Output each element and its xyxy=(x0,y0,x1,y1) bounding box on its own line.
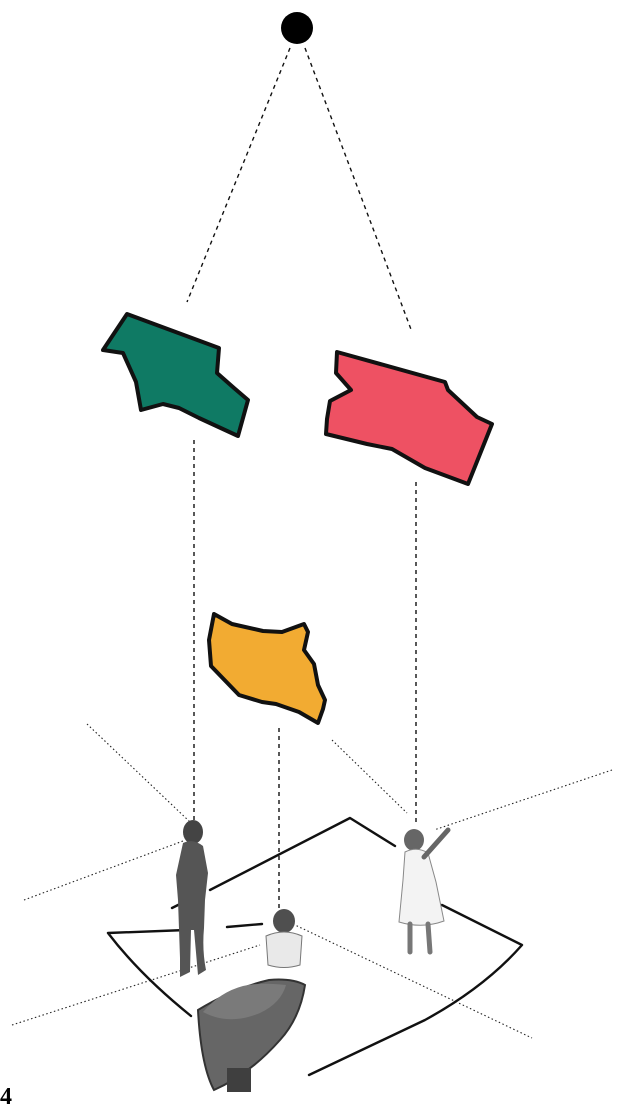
girl-arm xyxy=(424,830,448,857)
red-region xyxy=(326,352,492,484)
girl-pointing xyxy=(399,829,448,952)
guide-line-4 xyxy=(434,770,612,830)
girl-legs xyxy=(410,924,430,952)
guide-line-2 xyxy=(24,841,183,900)
guide-line-3 xyxy=(332,740,407,813)
wheelbarrow-wheel xyxy=(227,1068,251,1092)
woman-head xyxy=(183,820,203,844)
projection-line-left-top xyxy=(187,48,290,302)
woman-body xyxy=(176,841,208,977)
man-shirt xyxy=(266,932,302,968)
apex-dot xyxy=(281,12,313,44)
girl-head xyxy=(404,829,424,851)
girl-dress xyxy=(399,849,444,925)
guide-line-1 xyxy=(87,724,190,822)
projection-line-right-top xyxy=(305,48,412,332)
ground-outline xyxy=(108,818,522,1075)
orange-region xyxy=(209,614,325,723)
man-with-wheelbarrow xyxy=(198,909,305,1092)
man-head xyxy=(273,909,295,933)
green-region xyxy=(103,314,248,436)
figure-number: 4 xyxy=(0,1085,12,1109)
woman-standing xyxy=(176,820,208,977)
